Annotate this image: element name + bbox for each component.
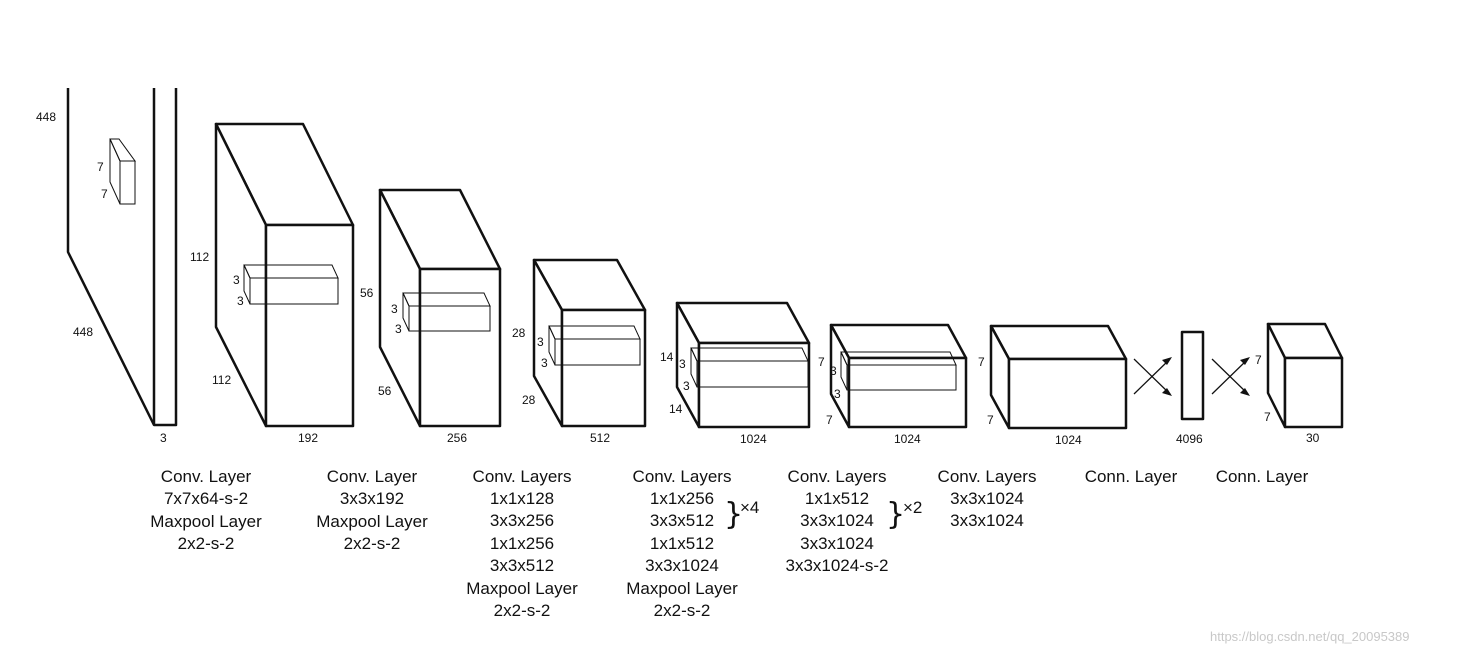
caption-line: 1x1x256 (650, 489, 714, 508)
dim-label: 14 (660, 350, 674, 364)
caption-line: 2x2-s-2 (654, 601, 711, 620)
dim-label: 3 (834, 387, 841, 401)
repeat-brace: } (724, 497, 743, 532)
kernel-3x3 (548, 325, 641, 366)
dim-label: 448 (73, 325, 93, 339)
dim-label: 112 (190, 250, 209, 264)
caption-line: 3x3x256 (490, 511, 554, 530)
caption-line: 3x3x512 (650, 511, 714, 530)
dim-label: 3 (683, 379, 690, 393)
dim-label: 256 (447, 431, 467, 445)
feature-map-112 (214, 122, 355, 428)
caption-line: 2x2-s-2 (494, 601, 551, 620)
dim-label: 3 (160, 431, 167, 445)
dim-label: 56 (378, 384, 392, 398)
dim-label: 512 (590, 431, 610, 445)
caption-line: 3x3x1024 (950, 511, 1024, 530)
dim-label: 7 (1255, 353, 1262, 367)
dim-label: 7 (987, 413, 994, 427)
dim-label: 14 (669, 402, 683, 416)
dim-label: 1024 (740, 432, 767, 446)
dim-label: 30 (1306, 431, 1320, 445)
caption-line: 3x3x1024 (950, 489, 1024, 508)
dim-label: 7 (1264, 410, 1271, 424)
caption-line: 1x1x512 (805, 489, 869, 508)
caption-line: Conn. Layer (1216, 467, 1309, 486)
dim-label: 7 (818, 355, 825, 369)
connection-arrows (1133, 357, 1172, 396)
caption-line: 3x3x1024 (645, 556, 719, 575)
feature-map-56 (378, 188, 502, 428)
dim-label: 7 (97, 160, 104, 174)
kernel-3x3 (402, 292, 491, 332)
kernel-3x3 (840, 351, 957, 391)
repeat-count: ×4 (740, 498, 759, 517)
watermark: https://blog.csdn.net/qq_20095389 (1210, 629, 1410, 644)
caption-line: Maxpool Layer (466, 579, 578, 598)
caption-line: Conv. Layer (161, 467, 252, 486)
dim-label: 3 (830, 364, 837, 378)
dim-label: 56 (360, 286, 374, 300)
repeat-count: ×2 (903, 498, 922, 517)
feature-map-7 (829, 323, 968, 429)
dim-label: 3 (537, 335, 544, 349)
dim-label: 7 (101, 187, 108, 201)
caption-line: 3x3x1024 (800, 511, 874, 530)
caption-line: 3x3x512 (490, 556, 554, 575)
feature-map-7-final (989, 324, 1128, 430)
caption-line: Conv. Layers (633, 467, 732, 486)
caption-line: 1x1x128 (490, 489, 554, 508)
connection-arrows (1211, 357, 1250, 396)
feature-map-14 (675, 301, 811, 429)
input-volume (66, 88, 178, 427)
dim-label: 3 (541, 356, 548, 370)
dim-label: 3 (237, 294, 244, 308)
caption-line: 3x3x1024 (800, 534, 874, 553)
caption-line: Conn. Layer (1085, 467, 1178, 486)
caption-line: Conv. Layers (938, 467, 1037, 486)
caption-line: Conv. Layers (473, 467, 572, 486)
dim-label: 3 (391, 302, 398, 316)
dim-label: 192 (298, 431, 318, 445)
kernel-3x3 (690, 347, 809, 388)
caption-line: 3x3x1024-s-2 (785, 556, 888, 575)
caption-line: Maxpool Layer (150, 512, 262, 531)
dim-label: 1024 (1055, 433, 1082, 447)
feature-map-28 (532, 258, 647, 428)
dim-label: 3 (679, 357, 686, 371)
caption-line: 7x7x64-s-2 (164, 489, 248, 508)
dim-label: 28 (512, 326, 526, 340)
caption-line: Conv. Layers (788, 467, 887, 486)
caption-line: Maxpool Layer (626, 579, 738, 598)
caption-line: 2x2-s-2 (178, 534, 235, 553)
caption-line: 2x2-s-2 (344, 534, 401, 553)
dim-label: 28 (522, 393, 536, 407)
dim-label: 1024 (894, 432, 921, 446)
caption-line: Maxpool Layer (316, 512, 428, 531)
dim-label: 3 (395, 322, 402, 336)
caption-line: 1x1x256 (490, 534, 554, 553)
kernel-7x7 (109, 138, 136, 205)
dim-label: 4096 (1176, 432, 1203, 446)
dim-label: 448 (36, 110, 56, 124)
dim-label: 112 (212, 373, 231, 387)
output-tensor (1266, 322, 1344, 429)
kernel-3x3 (243, 264, 339, 305)
dim-label: 7 (978, 355, 985, 369)
caption-line: Conv. Layer (327, 467, 418, 486)
dim-label: 3 (233, 273, 240, 287)
caption-line: 1x1x512 (650, 534, 714, 553)
repeat-brace: } (886, 497, 905, 532)
caption-line: 3x3x192 (340, 489, 404, 508)
dim-label: 7 (826, 413, 833, 427)
fc-vector (1180, 330, 1205, 421)
